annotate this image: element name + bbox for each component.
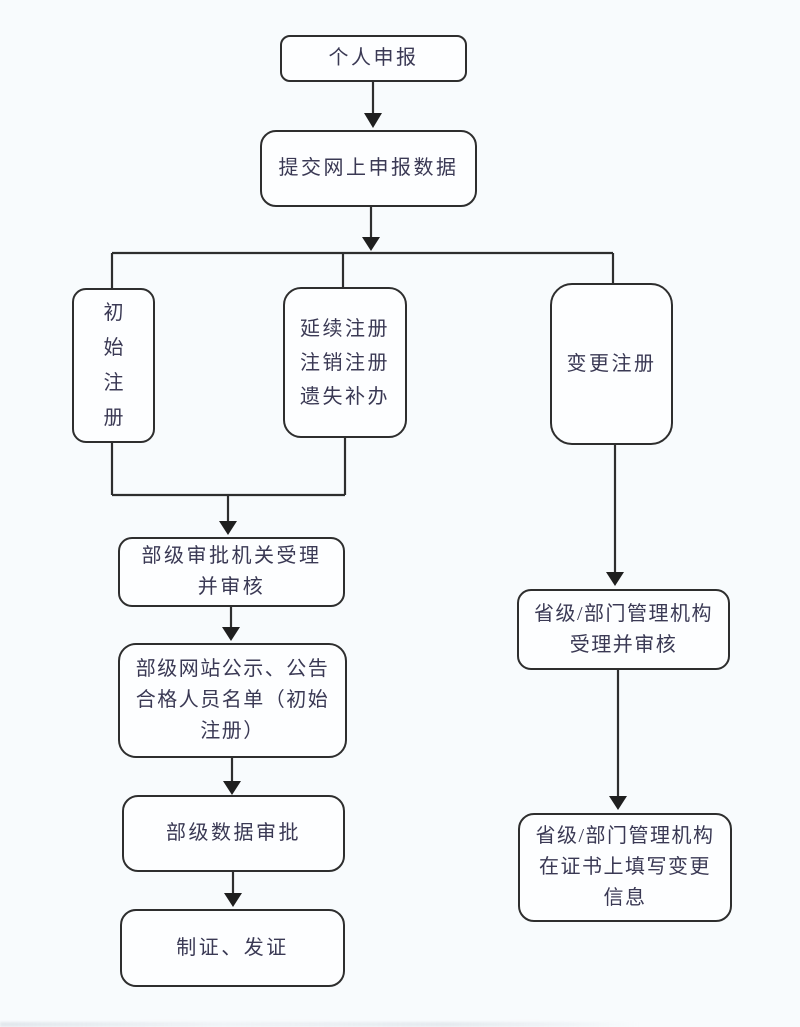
node-provincial-accept-review: 省级/部门管理机构 受理并审核	[517, 589, 730, 670]
node-renewal-cancel-reissue-label: 延续注册 注销注册 遗失补办	[300, 317, 390, 408]
arrow-data-approval-to-certificate	[224, 872, 242, 907]
node-ministry-data-approval: 部级数据审批	[122, 795, 345, 872]
node-ministry-publicity: 部级网站公示、公告 合格人员名单（初始 注册）	[118, 643, 347, 758]
node-submit-online-data-label: 提交网上申报数据	[278, 157, 459, 179]
branch-distribution-lines	[110, 251, 615, 288]
arrow-change-to-provincial-accept	[606, 445, 624, 586]
node-ministry-accept-review-label: 部级审批机关受理 并审核	[141, 545, 322, 598]
arrow-personal-to-submit	[364, 82, 382, 128]
node-provincial-accept-review-label: 省级/部门管理机构 受理并审核	[533, 602, 714, 656]
node-change-registration: 变更注册	[550, 283, 673, 445]
node-certificate-issuance: 制证、发证	[120, 909, 345, 987]
merge-lines-initial-renewal	[110, 438, 347, 497]
node-renewal-cancel-reissue: 延续注册 注销注册 遗失补办	[283, 287, 407, 438]
arrow-publicity-to-data-approval	[223, 758, 241, 795]
node-initial-registration-label: 初 始 注 册	[103, 301, 124, 429]
node-provincial-fill-change-info: 省级/部门管理机构 在证书上填写变更 信息	[518, 813, 732, 922]
node-submit-online-data: 提交网上申报数据	[260, 130, 477, 207]
node-change-registration-label: 变更注册	[566, 352, 657, 375]
arrow-merge-to-ministry-accept	[219, 495, 237, 535]
node-ministry-accept-review: 部级审批机关受理 并审核	[118, 537, 345, 607]
node-personal-declaration-label: 个人申报	[328, 47, 419, 69]
arrow-submit-to-branch-junction	[362, 207, 380, 251]
arrow-provincial-accept-to-fill	[609, 670, 627, 810]
node-certificate-issuance-label: 制证、发证	[176, 936, 289, 959]
arrow-ministry-accept-to-publicity	[222, 607, 240, 641]
node-ministry-data-approval-label: 部级数据审批	[166, 822, 301, 844]
bottom-edge-artifact	[0, 1022, 640, 1027]
node-initial-registration: 初 始 注 册	[72, 288, 155, 443]
node-personal-declaration: 个人申报	[280, 35, 467, 82]
node-provincial-fill-change-info-label: 省级/部门管理机构 在证书上填写变更 信息	[535, 825, 715, 909]
node-ministry-publicity-label: 部级网站公示、公告 合格人员名单（初始 注册）	[135, 658, 330, 742]
